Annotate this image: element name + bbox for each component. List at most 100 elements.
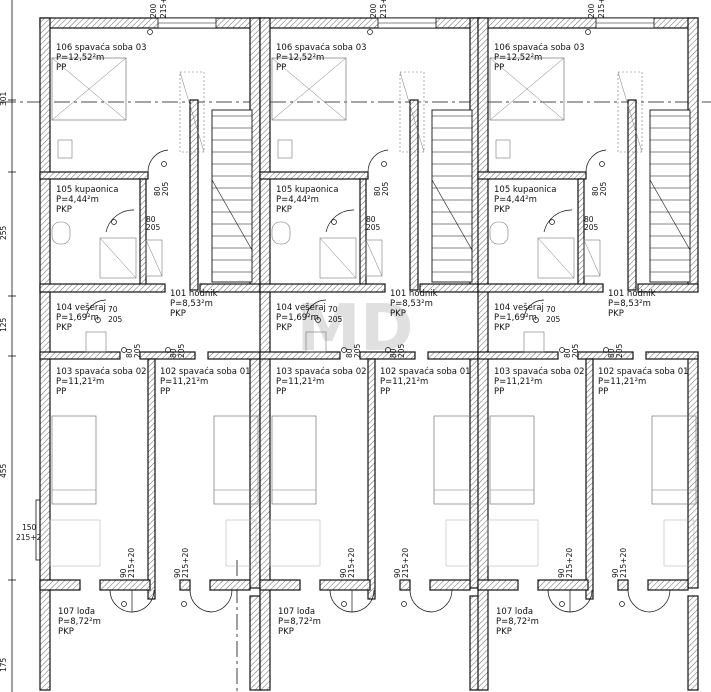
- room-area: P=4,44²m: [276, 195, 319, 205]
- door-width: 80: [607, 348, 616, 358]
- washer: [85, 331, 107, 353]
- room-area: P=1,69²m: [494, 313, 537, 323]
- room-area: P=12,52²m: [276, 53, 324, 63]
- window-height: 215+20: [597, 0, 606, 18]
- door-swing: [569, 589, 593, 613]
- floor-type: PP: [56, 387, 66, 397]
- light-symbol: [585, 29, 591, 35]
- room-name: 101 hodnik: [608, 289, 656, 299]
- door-width: 80: [591, 186, 600, 196]
- wall: [477, 171, 587, 180]
- light-symbol: [385, 347, 391, 353]
- bed: [49, 415, 101, 567]
- bed-frame: [271, 57, 347, 121]
- door-height: 215+20: [181, 548, 190, 578]
- door-swing: [131, 589, 155, 613]
- side-window-height: 215+20: [16, 533, 46, 542]
- room-name: 105 kupaonica: [56, 185, 118, 195]
- washer-box: [583, 239, 601, 277]
- room-name: 105 kupaonica: [494, 185, 556, 195]
- door-width: 90: [339, 568, 348, 578]
- room-name: 102 spavaća soba 01: [160, 366, 251, 377]
- desk: [445, 519, 477, 567]
- room-name: 102 spavaća soba 01: [598, 366, 689, 377]
- door-swing: [523, 299, 545, 319]
- floor-type: PKP: [276, 323, 292, 333]
- room-area: P=8,72²m: [278, 617, 321, 627]
- shower-diag: [99, 237, 137, 279]
- room-name: 105 kupaonica: [276, 185, 338, 195]
- wall: [477, 579, 519, 591]
- light-symbol: [147, 29, 153, 35]
- wall: [647, 579, 689, 591]
- stair-cut: [211, 179, 253, 251]
- wall: [319, 579, 371, 591]
- door-height: 215+20: [127, 548, 136, 578]
- washer-box: [145, 239, 163, 277]
- wall: [139, 178, 147, 290]
- window-height: 215+20: [379, 0, 388, 18]
- ruler-label: 301: [0, 91, 8, 106]
- bed-frame: [271, 415, 317, 505]
- floor-type: PP: [380, 387, 390, 397]
- bed-diag: [51, 57, 127, 121]
- door-height: 205: [599, 181, 608, 196]
- ruler-label: 255: [0, 225, 8, 240]
- wardrobe: [617, 71, 643, 153]
- light-symbol: [121, 347, 127, 353]
- room-area: P=11,21²m: [160, 377, 208, 387]
- desk: [49, 519, 101, 567]
- staircase: [211, 109, 253, 283]
- light-symbol: [599, 161, 605, 167]
- room-area: P=11,21²m: [494, 377, 542, 387]
- room-area: P=11,21²m: [598, 377, 646, 387]
- floor-type: PKP: [494, 323, 510, 333]
- bed-diag: [489, 57, 565, 121]
- wall: [259, 579, 301, 591]
- room-name: 107 lođa: [496, 607, 533, 617]
- bed: [651, 415, 697, 567]
- wall: [477, 283, 604, 293]
- stair-cut: [649, 179, 691, 251]
- wardrobe-outline: [399, 71, 425, 153]
- door-height: 205: [146, 223, 161, 232]
- door-height: 205: [397, 343, 406, 358]
- room-area: P=1,69²m: [276, 313, 319, 323]
- wall: [39, 579, 81, 591]
- room-name: 103 spavaća soba 02: [494, 366, 585, 377]
- door-height: 205: [546, 315, 561, 324]
- light-symbol: [95, 317, 101, 323]
- wall: [399, 579, 411, 591]
- room-name: 103 spavaća soba 02: [276, 366, 367, 377]
- room-area: P=8,53²m: [390, 299, 433, 309]
- light-symbol: [331, 219, 337, 225]
- floor-type: PP: [160, 387, 170, 397]
- wall: [359, 351, 416, 360]
- door-swing: [543, 209, 573, 233]
- window-width: 200: [587, 3, 596, 18]
- door-height: 205: [161, 181, 170, 196]
- washer-diag: [145, 239, 163, 277]
- room-area: P=8,53²m: [170, 299, 213, 309]
- wall: [259, 283, 386, 293]
- door-width: 90: [393, 568, 402, 578]
- light-symbol: [559, 347, 565, 353]
- door-width: 80: [389, 348, 398, 358]
- wall: [139, 351, 196, 360]
- door-width: 80: [366, 215, 376, 224]
- wardrobe-diag: [399, 71, 425, 153]
- light-symbol: [603, 347, 609, 353]
- wall: [687, 355, 699, 589]
- light-symbol: [549, 219, 555, 225]
